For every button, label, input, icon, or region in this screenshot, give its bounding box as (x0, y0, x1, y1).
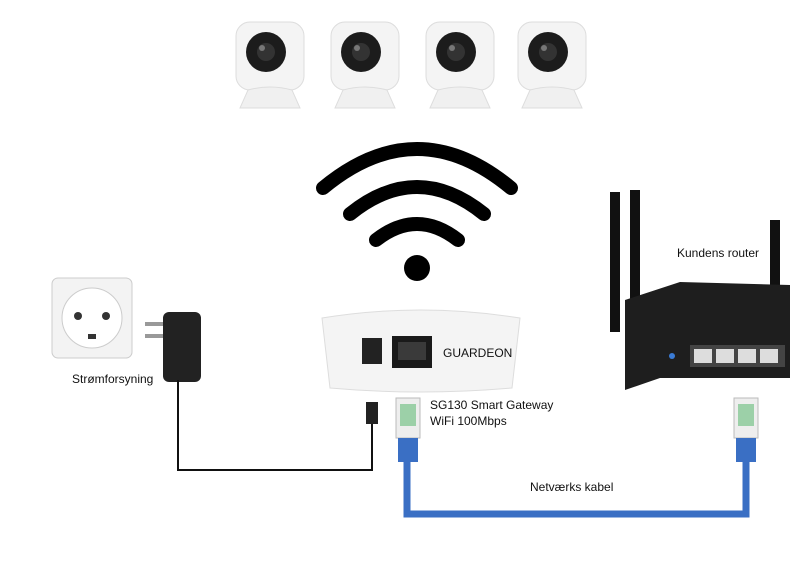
network-cable (403, 460, 750, 518)
cameras (235, 21, 587, 109)
power-supply-label: Strømforsyning (72, 372, 154, 386)
router-device (610, 190, 790, 390)
power-adapter-icon (145, 312, 378, 471)
camera-icon (517, 21, 587, 109)
cable-label: Netværks kabel (530, 480, 614, 494)
camera-icon (330, 21, 400, 109)
gateway-wifi-label: WiFi 100Mbps (430, 414, 507, 428)
camera-icon (235, 21, 305, 109)
rj45-connector-icon (733, 397, 759, 462)
wall-socket-icon (51, 277, 133, 359)
gateway-model-label: SG130 Smart Gateway (430, 398, 554, 412)
brand-label: GUARDEON (443, 346, 513, 360)
rj45-connector-icon (395, 397, 421, 462)
camera-icon (425, 21, 495, 109)
router-label: Kundens router (677, 246, 760, 260)
wifi-icon (316, 142, 518, 247)
wifi-dot (404, 255, 430, 281)
gateway-device (321, 309, 521, 393)
